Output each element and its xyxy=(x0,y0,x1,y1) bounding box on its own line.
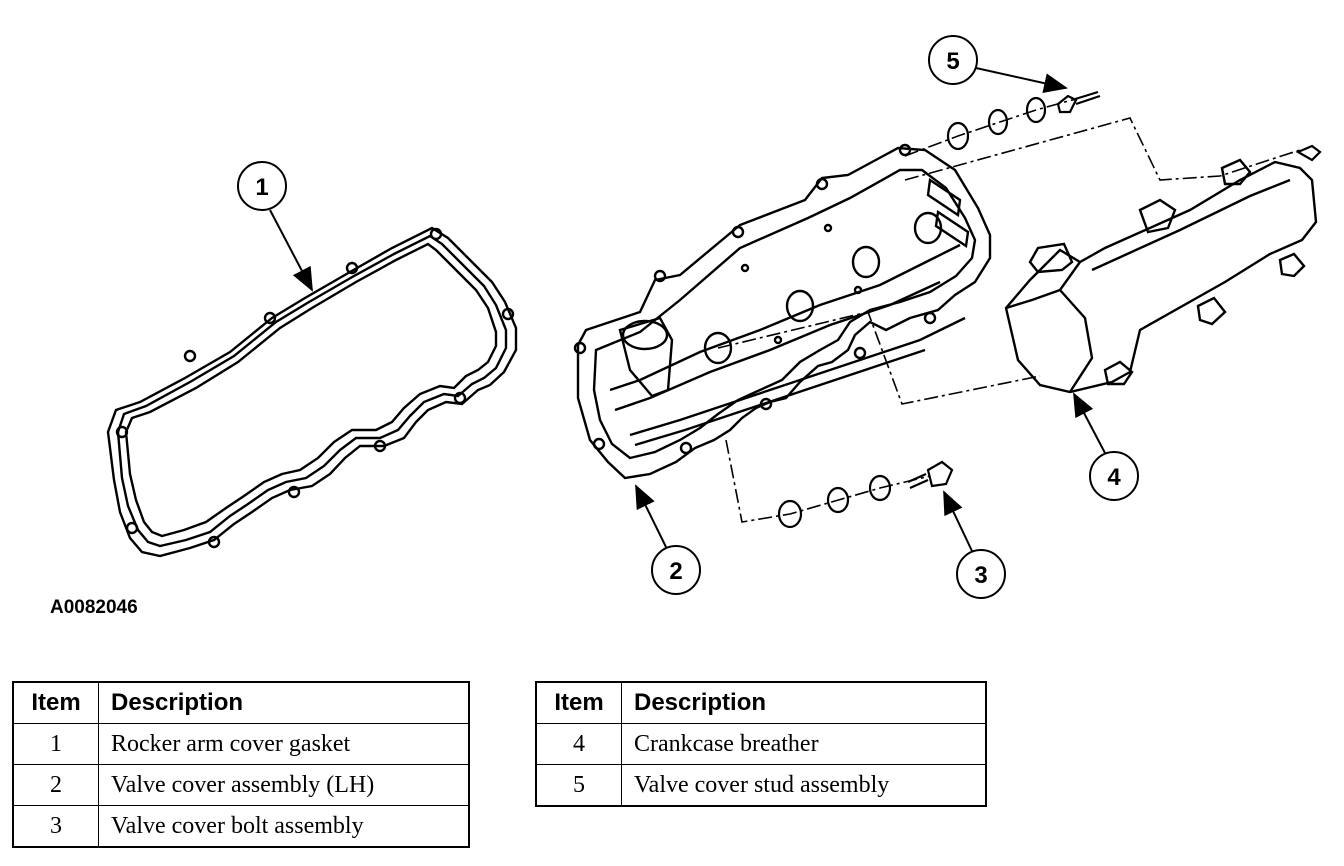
table-row: 5 Valve cover stud assembly xyxy=(535,764,987,807)
item-number: 2 xyxy=(12,764,99,806)
item-number: 4 xyxy=(535,723,622,765)
item-description: Rocker arm cover gasket xyxy=(98,723,470,765)
callout-1: 1 xyxy=(237,161,313,292)
valve-cover-drawing xyxy=(573,143,992,480)
table-row: 2 Valve cover assembly (LH) xyxy=(12,764,470,806)
item-header: Item xyxy=(12,681,99,724)
item-description: Valve cover bolt assembly xyxy=(98,805,470,848)
callout-2: 2 xyxy=(635,484,701,595)
table-row: 4 Crankcase breather xyxy=(535,723,987,765)
item-number: 1 xyxy=(12,723,99,765)
svg-text:5: 5 xyxy=(946,48,959,75)
svg-text:3: 3 xyxy=(974,562,987,589)
svg-text:4: 4 xyxy=(1107,464,1121,491)
parts-table-left: Item Description 1 Rocker arm cover gask… xyxy=(12,681,470,848)
item-description: Valve cover assembly (LH) xyxy=(98,764,470,806)
table-header-row: Item Description xyxy=(12,681,470,724)
description-header: Description xyxy=(98,681,470,724)
item-description: Valve cover stud assembly xyxy=(621,764,987,807)
item-number: 3 xyxy=(12,805,99,848)
bolt-assembly-hardware xyxy=(777,460,954,529)
exploded-view-diagram: 1 2 3 4 5 xyxy=(106,35,1322,599)
callout-5: 5 xyxy=(928,35,1068,93)
assembly-guide-lines xyxy=(717,99,1301,523)
svg-text:2: 2 xyxy=(669,558,682,585)
item-description: Crankcase breather xyxy=(621,723,987,765)
callout-3: 3 xyxy=(943,490,1006,599)
crankcase-breather-drawing xyxy=(1004,158,1318,394)
svg-text:1: 1 xyxy=(255,174,268,201)
table-row: 1 Rocker arm cover gasket xyxy=(12,723,470,765)
item-header: Item xyxy=(535,681,622,724)
table-header-row: Item Description xyxy=(535,681,987,724)
callout-4: 4 xyxy=(1073,392,1139,501)
figure-id: A0082046 xyxy=(50,597,138,618)
gasket-drawing xyxy=(106,226,518,558)
stud-assembly-hardware xyxy=(946,90,1322,162)
table-row: 3 Valve cover bolt assembly xyxy=(12,805,470,848)
description-header: Description xyxy=(621,681,987,724)
item-number: 5 xyxy=(535,764,622,807)
parts-table-right: Item Description 4 Crankcase breather 5 … xyxy=(535,681,987,807)
